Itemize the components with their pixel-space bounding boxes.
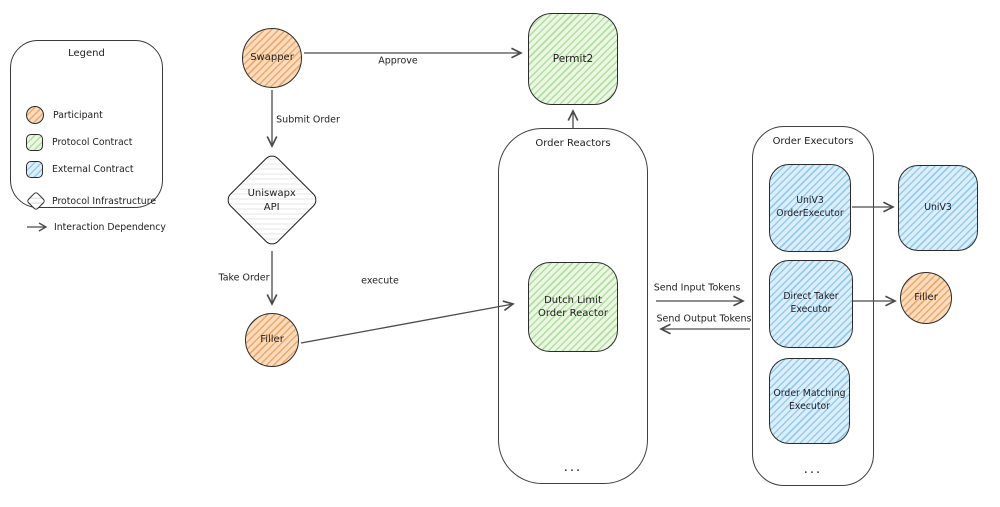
node-permit2[interactable]: Permit2 [528, 13, 618, 105]
order-executors-container: Order Executors UniV3 OrderExecutor Dire… [752, 126, 874, 486]
node-label: Uniswapx API [247, 187, 297, 213]
legend-item-label: Interaction Dependency [54, 221, 166, 233]
order-reactors-more-indicator: ... [563, 460, 583, 475]
legend-title: Legend [68, 48, 105, 59]
legend-item-interaction-dependency: Interaction Dependency [26, 217, 166, 237]
node-order-matching-executor[interactable]: Order Matching Executor [769, 358, 850, 444]
edge-execute [300, 300, 515, 344]
participant-circle-icon [26, 106, 44, 124]
order-reactors-title: Order Reactors [535, 138, 611, 149]
node-filler-right[interactable]: Filler [900, 272, 952, 324]
order-reactors-container: Order Reactors Dutch Limit Order Reactor… [498, 128, 648, 484]
edge-label-submit-order: Submit Order [276, 114, 340, 126]
legend-box: Legend Participant Protocol Contract Ext… [10, 40, 166, 233]
node-label: Filler [260, 334, 284, 346]
legend-item-label: Participant [53, 109, 103, 121]
node-univ3[interactable]: UniV3 [898, 165, 978, 251]
external-contract-square-icon [26, 160, 43, 178]
node-univ3-order-executor[interactable]: UniV3 OrderExecutor [769, 164, 851, 252]
legend-item-protocol-infrastructure: Protocol Infrastructure [26, 190, 156, 212]
node-dutch-limit-order-reactor[interactable]: Dutch Limit Order Reactor [528, 262, 618, 352]
node-label: Dutch Limit Order Reactor [537, 294, 609, 320]
edge-label-send-output-tokens: Send Output Tokens [656, 313, 752, 325]
legend-item-participant: Participant [26, 105, 103, 125]
legend-item-external-contract: External Contract [26, 159, 134, 179]
edge-label-execute: execute [361, 275, 399, 287]
infrastructure-diamond-icon [26, 191, 46, 211]
edge-label-send-input-tokens: Send Input Tokens [653, 282, 741, 294]
legend-item-label: External Contract [52, 163, 134, 175]
order-executors-more-indicator: ... [803, 462, 823, 477]
uniswapx-api-diamond-shape: Uniswapx API [223, 151, 321, 249]
edge-label-take-order: Take Order [218, 272, 270, 284]
node-filler[interactable]: Filler [245, 313, 299, 367]
node-label: Filler [914, 292, 938, 304]
node-direct-taker-executor[interactable]: Direct Taker Executor [769, 260, 853, 348]
node-label: Swapper [250, 52, 294, 64]
node-label: Direct Taker Executor [783, 291, 839, 315]
node-label: Order Matching Executor [773, 388, 846, 412]
legend-item-label: Protocol Infrastructure [52, 195, 157, 207]
edge-label-approve: Approve [378, 55, 418, 67]
protocol-contract-square-icon [26, 133, 43, 151]
node-label: Permit2 [552, 52, 594, 65]
node-label: UniV3 [924, 201, 952, 213]
arrow-icon [27, 222, 48, 232]
node-uniswapx-api[interactable]: Uniswapx API [223, 151, 321, 249]
order-executors-title: Order Executors [772, 136, 854, 147]
legend-item-protocol-contract: Protocol Contract [26, 132, 132, 152]
legend-item-label: Protocol Contract [52, 136, 133, 148]
node-swapper[interactable]: Swapper [242, 28, 302, 88]
node-label: UniV3 OrderExecutor [776, 195, 844, 219]
